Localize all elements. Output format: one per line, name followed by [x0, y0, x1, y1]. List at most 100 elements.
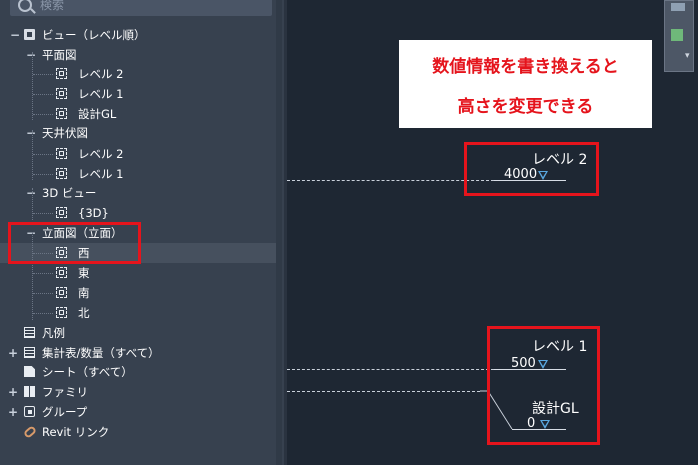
grid-icon [24, 327, 35, 338]
grp-icon [24, 406, 35, 417]
tree-connector [33, 74, 53, 75]
tree-item-el-north[interactable]: 北 [0, 303, 276, 323]
tree-item-sheets[interactable]: シート（すべて） [0, 362, 276, 382]
view-icon [56, 267, 67, 278]
tree-item-legend[interactable]: 凡例 [0, 323, 276, 343]
tree-item-label: レベル 1 [78, 167, 124, 181]
grid-icon [24, 347, 35, 358]
expand-icon[interactable]: + [8, 385, 19, 399]
level2-datum-line[interactable] [287, 180, 494, 181]
highlight-box-level2 [464, 142, 599, 196]
tree-item-cp-level2[interactable]: レベル 2 [0, 144, 276, 164]
tree-connector [32, 232, 33, 320]
gl-datum-line[interactable] [287, 391, 480, 392]
tree-item-label: シート（すべて） [42, 365, 133, 379]
tree-connector [33, 293, 53, 294]
gl-line[interactable] [512, 429, 566, 430]
level1-marker-icon [538, 360, 548, 369]
tree-item-cp-level1[interactable]: レベル 1 [0, 164, 276, 184]
view-icon [56, 207, 67, 218]
tree-item-label: 東 [78, 266, 90, 280]
tree-item-groups[interactable]: + グループ [0, 402, 276, 422]
level2-line[interactable] [494, 180, 566, 181]
tree-connector [33, 154, 53, 155]
view-icon [56, 287, 67, 298]
tree-connector [33, 213, 53, 214]
expand-icon[interactable]: + [8, 405, 19, 419]
expand-icon[interactable]: ▾ [685, 51, 690, 61]
collapse-icon[interactable]: − [10, 28, 21, 42]
tree-item-label: 平面図 [42, 48, 77, 62]
link-icon [22, 425, 38, 439]
tree-item-ceiling[interactable]: −天井伏図 [0, 123, 276, 143]
level2-name[interactable]: レベル 2 [532, 152, 588, 168]
tree-item-3d[interactable]: {3D} [0, 203, 276, 223]
search-box[interactable]: 検索 [10, 0, 272, 16]
sheet-icon [24, 366, 35, 377]
gl-elevation[interactable]: 0 [527, 416, 536, 431]
navigation-icon[interactable] [671, 29, 683, 41]
cube-icon [24, 29, 35, 40]
view-icon [56, 247, 67, 258]
view-cube-icon[interactable] [671, 3, 685, 11]
browser-scrollbar[interactable] [276, 0, 282, 465]
view-icon [56, 68, 67, 79]
view-toolbar[interactable]: ▾ [664, 0, 694, 72]
tree-connector [33, 253, 53, 254]
tree-item-3dview[interactable]: −3D ビュー [0, 183, 276, 203]
collapse-icon[interactable]: − [26, 48, 37, 62]
search-icon [18, 0, 32, 12]
tree-item-el-south[interactable]: 南 [0, 283, 276, 303]
tree-connector [32, 52, 33, 120]
tree-connector [33, 114, 53, 115]
highlight-box-elevation [8, 222, 141, 264]
tree-connector [32, 188, 33, 220]
tree-connector [32, 130, 33, 180]
tree-item-families[interactable]: +ファミリ [0, 382, 276, 402]
expand-icon[interactable]: + [8, 346, 19, 360]
fam-icon [24, 386, 35, 397]
collapse-icon[interactable]: − [26, 186, 37, 200]
level2-marker-icon [538, 171, 548, 180]
level1-line[interactable] [494, 369, 566, 370]
view-icon [56, 168, 67, 179]
tree-connector [33, 94, 53, 95]
tree-item-label: レベル 2 [78, 147, 124, 161]
gl-name[interactable]: 設計GL [532, 401, 579, 417]
tree-item-fp-level2[interactable]: レベル 2 [0, 64, 276, 84]
tree-item-fp-level1[interactable]: レベル 1 [0, 84, 276, 104]
tree-item-label: 設計GL [78, 107, 117, 121]
view-icon [56, 148, 67, 159]
tree-item-schedules[interactable]: + 集計表/数量（すべて） [0, 343, 276, 363]
tree-item-label: レベル 1 [78, 87, 124, 101]
tree-item-label: 立面図（立面） [42, 226, 123, 240]
tree-item-label: {3D} [78, 206, 109, 220]
level1-datum-line[interactable] [287, 369, 494, 370]
tree-item-label: 南 [78, 286, 90, 300]
level2-elevation[interactable]: 4000 [504, 167, 538, 182]
tree-item-label: グループ [42, 405, 88, 419]
level1-name[interactable]: レベル 1 [532, 339, 588, 355]
tree-item-views[interactable]: −ビュー（レベル順） [0, 25, 276, 45]
tree-item-label: 3D ビュー [42, 186, 97, 200]
callout-line-1: 数値情報を書き換えると [432, 57, 619, 77]
tree-item-fp-gl[interactable]: 設計GL [0, 104, 276, 124]
collapse-icon[interactable]: − [26, 126, 37, 140]
highlight-box-level1-gl [487, 326, 600, 445]
tree-item-el-east[interactable]: 東 [0, 263, 276, 283]
view-icon [56, 307, 67, 318]
callout-line-2: 高さを変更できる [457, 97, 594, 117]
collapse-icon[interactable]: − [26, 226, 37, 240]
panel-divider[interactable] [284, 0, 287, 465]
level1-elevation[interactable]: 500 [511, 356, 536, 371]
tree-item-label: Revit リンク [42, 425, 110, 439]
tree-connector [33, 313, 53, 314]
tree-item-floorplan[interactable]: −平面図 [0, 45, 276, 65]
tree-item-elevation[interactable]: −立面図（立面） [0, 223, 276, 243]
tree-item-label: 凡例 [42, 326, 65, 340]
tree-item-label: 集計表/数量（すべて） [42, 346, 160, 360]
tree-item-label: 西 [78, 246, 90, 260]
tree-item-label: 天井伏図 [42, 126, 88, 140]
tree-item-links[interactable]: Revit リンク [0, 422, 276, 442]
